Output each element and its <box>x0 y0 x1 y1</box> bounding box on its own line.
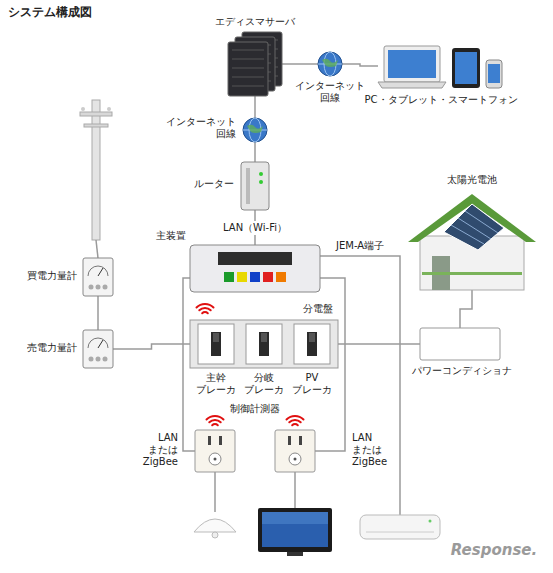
distribution-panel: 分電盤主幹 ブレーカ分岐 ブレーカPV ブレーカ <box>190 320 338 368</box>
connector-line <box>460 290 472 328</box>
node-label: パワーコンディショナ <box>412 365 512 377</box>
devices-shape <box>378 44 504 88</box>
node-label: エディスマサーバ <box>215 16 295 28</box>
globe-shape <box>243 118 267 142</box>
server-icon: エディスマサーバ <box>228 32 282 96</box>
breaker: PV ブレーカ <box>294 324 330 364</box>
breaker-shape <box>246 324 282 364</box>
node-label: PC・タブレット・スマートフォン <box>364 94 517 106</box>
router-icon: ルーター <box>241 162 269 210</box>
client-devices: PC・タブレット・スマートフォン <box>378 44 504 88</box>
jem-a-wire <box>320 256 400 515</box>
internet-globe: インターネット 回線 <box>318 52 342 76</box>
connector-line <box>97 296 99 330</box>
node-label: 主装置 <box>156 230 186 242</box>
power-conditioner: パワーコンディショナ <box>420 328 500 360</box>
server-shape <box>228 32 282 96</box>
node-label: ルーター <box>194 178 234 190</box>
connector-line <box>342 64 378 66</box>
breaker-shape <box>198 324 234 364</box>
control-outlet: LAN または ZigBee <box>195 430 235 472</box>
control-outlet: LAN または ZigBee <box>275 430 315 472</box>
node-label: 分岐 ブレーカ <box>244 372 284 396</box>
diagram-title: システム構成図 <box>8 5 92 19</box>
solar-house: 太陽光電池 <box>408 192 536 290</box>
node-label: LAN または ZigBee <box>143 432 178 468</box>
terminal-label: JEM-A端子 <box>336 240 384 252</box>
connector-line <box>254 142 256 162</box>
breaker-shape <box>294 324 330 364</box>
connector-label: LAN（Wi-Fi） <box>220 221 290 235</box>
main-unit: 主装置 <box>190 245 320 292</box>
meter-shape <box>83 330 113 368</box>
lamp <box>194 472 236 538</box>
node-label: インターネット 回線 <box>295 80 365 104</box>
connector-line <box>254 96 256 118</box>
watermark: Response. <box>451 541 537 559</box>
node-label: PV ブレーカ <box>292 372 332 396</box>
internet-globe: インターネット 回線 <box>243 118 267 142</box>
router-shape <box>241 162 269 210</box>
main-shape <box>190 245 320 292</box>
house-shape <box>408 192 536 290</box>
connector-line <box>338 343 420 345</box>
node-label: LAN または ZigBee <box>352 432 387 468</box>
node-label: 太陽光電池 <box>447 174 497 186</box>
node-label: 買電力量計 <box>27 270 77 282</box>
pcs-shape <box>420 328 500 360</box>
node-label: インターネット 回線 <box>166 116 236 140</box>
meter-shape <box>83 258 113 296</box>
air-conditioner <box>360 515 440 539</box>
connector-line <box>113 344 190 349</box>
breaker: 分岐 ブレーカ <box>246 324 282 364</box>
outlet-shape <box>195 430 235 472</box>
power-meter: 買電力量計 <box>83 258 113 296</box>
node-label: 主幹 ブレーカ <box>196 372 236 396</box>
globe-shape <box>318 52 342 76</box>
breaker: 主幹 ブレーカ <box>198 324 234 364</box>
television <box>258 472 332 556</box>
outlet-shape <box>275 430 315 472</box>
device-label: 制御計測器 <box>230 403 280 415</box>
utility-pole <box>80 100 112 258</box>
power-meter: 売電力量計 <box>83 330 113 368</box>
connector-line <box>282 63 318 65</box>
node-label: 売電力量計 <box>27 342 77 354</box>
node-label: 分電盤 <box>303 303 333 315</box>
